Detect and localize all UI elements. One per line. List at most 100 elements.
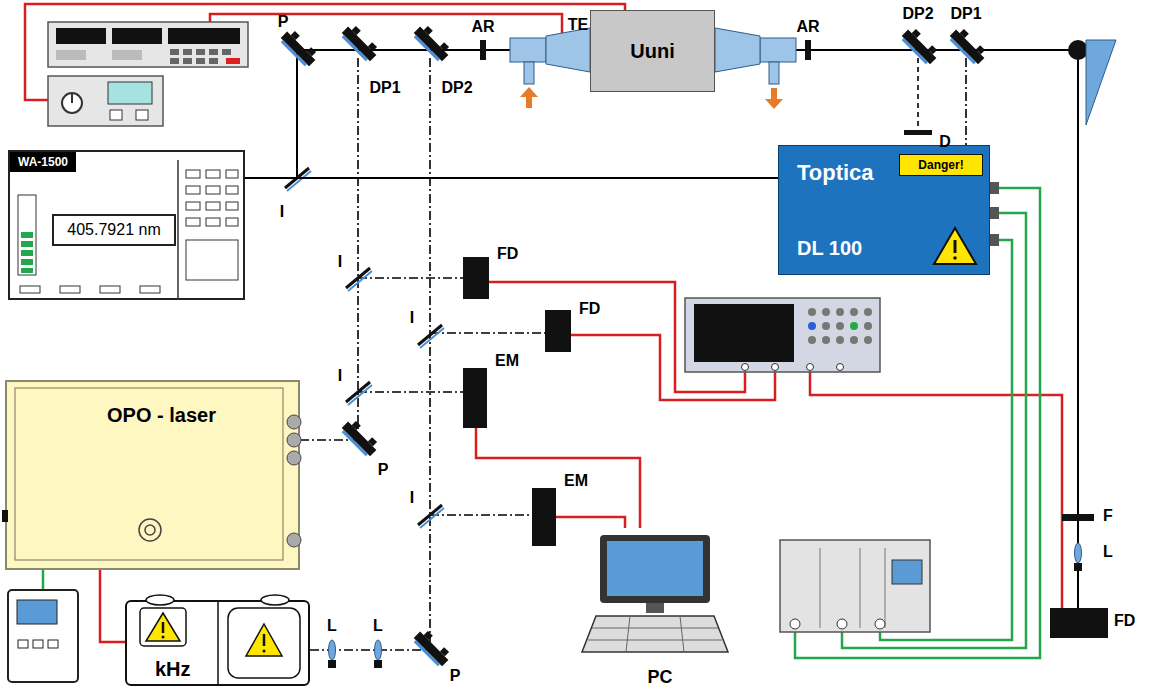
part-label: I [338, 253, 342, 271]
wavemeter-details [226, 170, 238, 178]
mirror-label: DP1 [369, 79, 400, 97]
oscilloscope [822, 308, 830, 316]
temperature-controller [136, 110, 148, 120]
dump-beam [917, 58, 919, 130]
wavemeter-details [186, 240, 238, 280]
wavelength-display: 405.7921 nm [52, 214, 176, 246]
optics [900, 25, 941, 66]
laser-driver-rack [875, 619, 885, 629]
laser-beams [1077, 50, 1079, 608]
hand-controller [17, 600, 57, 624]
filter-label: F [1103, 507, 1113, 525]
instrument-rack-top [183, 49, 192, 55]
instrument-rack-top [170, 49, 179, 55]
signal-cable [476, 428, 640, 528]
part-label: AR [471, 18, 494, 36]
opo-details [287, 433, 301, 447]
laser-beams [297, 50, 1078, 608]
oscilloscope [808, 322, 816, 330]
probe-beams [358, 277, 463, 279]
probe-beams [430, 332, 545, 334]
node-title: WA-1500 [10, 152, 76, 172]
wavemeter-details [140, 286, 160, 293]
instrument-rack-top [226, 58, 240, 64]
gas-flow-arrows [520, 87, 538, 97]
part-label: I [338, 367, 342, 385]
oscilloscope [864, 308, 872, 316]
wavemeter-details [186, 186, 200, 194]
optics [418, 505, 444, 528]
sensor-label: TE [568, 16, 588, 34]
temperature-controller [108, 82, 152, 104]
signal-cable [556, 517, 625, 528]
computer [592, 628, 718, 629]
computer [607, 541, 703, 596]
optics [1086, 40, 1116, 125]
oscilloscope [694, 304, 794, 362]
wavemeter-details [60, 286, 80, 293]
wavemeter-details [186, 170, 200, 178]
laser-driver-rack [892, 560, 922, 584]
signal-cable [100, 570, 125, 642]
computer [680, 616, 684, 652]
instrument-rack-top [209, 58, 218, 64]
power-supply-details [217, 602, 219, 684]
instrument-rack-top [48, 22, 248, 67]
instrument-rack-top [170, 58, 179, 64]
mirror-label: DP2 [441, 79, 472, 97]
node-title: FD [579, 300, 600, 318]
temperature-controller [62, 93, 82, 113]
instrument-rack-top [183, 58, 192, 64]
wavemeter-details [186, 202, 200, 210]
oscilloscope [864, 322, 872, 330]
wavemeter-details [100, 286, 120, 293]
laser-driver-rack [820, 548, 821, 628]
computer [588, 640, 722, 641]
laser-head-details [990, 182, 999, 194]
wavemeter-details [206, 202, 220, 210]
anti-reflection-plates [805, 40, 811, 60]
optics [1062, 514, 1094, 521]
computer [582, 616, 728, 652]
hand-controller [18, 640, 28, 648]
power-supply-details [246, 624, 282, 656]
instrument-rack-top [209, 49, 218, 55]
laser-driver-rack [860, 548, 861, 628]
wavemeter-details [21, 250, 33, 256]
laser-driver-rack [780, 540, 930, 632]
photodiode: FD [545, 310, 571, 352]
optics [340, 22, 381, 63]
laser-head-details [934, 182, 999, 264]
power-supply-details [228, 608, 300, 678]
oscilloscope [850, 322, 858, 330]
laser-driver-rack [885, 548, 886, 628]
oscilloscope [836, 308, 844, 316]
optics [328, 640, 336, 668]
laser-head-details [954, 240, 957, 253]
vapour-cell [546, 28, 590, 72]
laser-head-details [990, 234, 999, 246]
opo-details [2, 388, 301, 560]
wavemeter: WA-1500 405.7921 nm [8, 150, 245, 300]
hand-controller [48, 640, 58, 648]
node-title: 405.7921 nm [67, 221, 160, 239]
opo-details [2, 510, 8, 522]
part-label: D [939, 133, 951, 151]
lens-label: L [1103, 543, 1113, 561]
lens-label: L [373, 617, 383, 635]
diode-laser: TopticaDL 100Danger! [778, 145, 990, 275]
energy-meter: EM [463, 368, 487, 428]
optics [412, 22, 453, 63]
computer [646, 603, 664, 613]
node-title: Danger! [918, 158, 963, 172]
computer [600, 535, 710, 603]
oscilloscope [822, 336, 830, 344]
oscilloscope [836, 336, 844, 344]
photodiode: FD [463, 257, 489, 299]
wavemeter-details [21, 259, 33, 265]
instrument-rack-top [112, 50, 142, 60]
oscilloscope [807, 364, 814, 371]
